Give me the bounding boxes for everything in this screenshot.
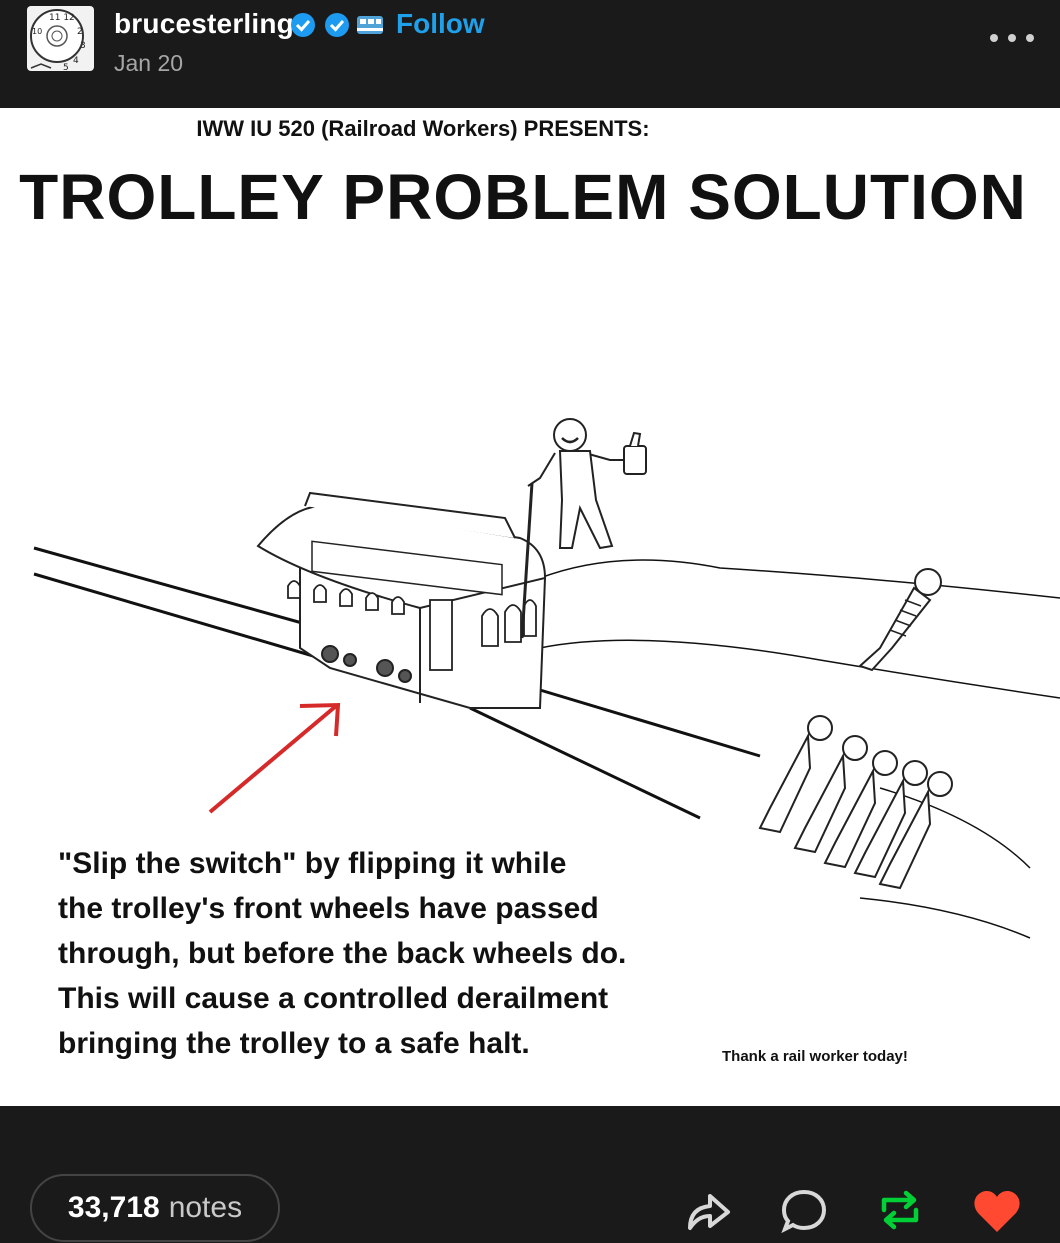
follow-button[interactable]: Follow: [396, 8, 485, 39]
more-options-icon[interactable]: [990, 28, 1034, 48]
notes-label: notes: [168, 1191, 243, 1224]
caption-line: bringing the trolley to a safe halt.: [58, 1027, 530, 1060]
svg-text:11 12: 11 12: [49, 13, 75, 23]
caption-line: This will cause a controlled derailment: [58, 982, 609, 1015]
meme-caption: "Slip the switch" by flipping it while t…: [58, 841, 698, 1066]
svg-text:10: 10: [32, 27, 42, 36]
svg-text:2: 2: [77, 27, 83, 37]
notes-button[interactable]: 33,718 notes: [30, 1174, 280, 1242]
rail-left-upper: [33, 546, 321, 630]
five-people: [758, 715, 953, 890]
post-footer: 33,718 notes: [0, 1106, 1060, 1243]
switchman: [520, 418, 647, 639]
post-image: IWW IU 520 (Railroad Workers) PRESENTS: …: [0, 108, 1060, 1106]
meme-title: TROLLEY PROBLEM SOLUTION: [19, 161, 1027, 233]
caption-line: "Slip the switch" by flipping it while: [58, 847, 567, 880]
svg-text:3: 3: [80, 41, 86, 51]
train-badge-icon: [357, 16, 383, 34]
svg-text:4: 4: [73, 56, 79, 66]
notes-count: 33,718: [67, 1191, 160, 1224]
red-arrow: [208, 702, 341, 814]
trolley-illustration: [33, 418, 1060, 939]
verified-badge-icon: [325, 13, 349, 37]
reblog-icon[interactable]: [876, 1188, 924, 1237]
caption-line: the trolley's front wheels have passed: [58, 892, 599, 925]
rail-main-lower: [469, 706, 701, 820]
rail-left-lower: [33, 572, 321, 660]
post-date[interactable]: Jan 20: [114, 50, 184, 76]
post-header: 11 12 10 2 3 4 5 brucesterling: [0, 0, 1060, 108]
trolley: [256, 491, 547, 709]
reply-icon[interactable]: [780, 1186, 828, 1239]
single-person: [858, 568, 942, 672]
like-heart-icon[interactable]: [972, 1188, 1022, 1239]
badges: [289, 10, 389, 40]
rail-main-upper: [519, 682, 761, 758]
username[interactable]: brucesterling: [114, 8, 294, 39]
caption-line: through, but before the back wheels do.: [58, 937, 627, 970]
share-icon[interactable]: [684, 1186, 732, 1239]
meme-thanks-note: Thank a rail worker today!: [722, 1048, 908, 1065]
svg-text:5: 5: [63, 63, 69, 71]
meme-presents-line: IWW IU 520 (Railroad Workers) PRESENTS:: [196, 116, 650, 141]
rail-branch-lower: [539, 639, 1060, 699]
verified-badge-icon: [291, 13, 315, 37]
rail-branch-upper: [539, 559, 1060, 599]
avatar[interactable]: 11 12 10 2 3 4 5: [27, 6, 94, 71]
